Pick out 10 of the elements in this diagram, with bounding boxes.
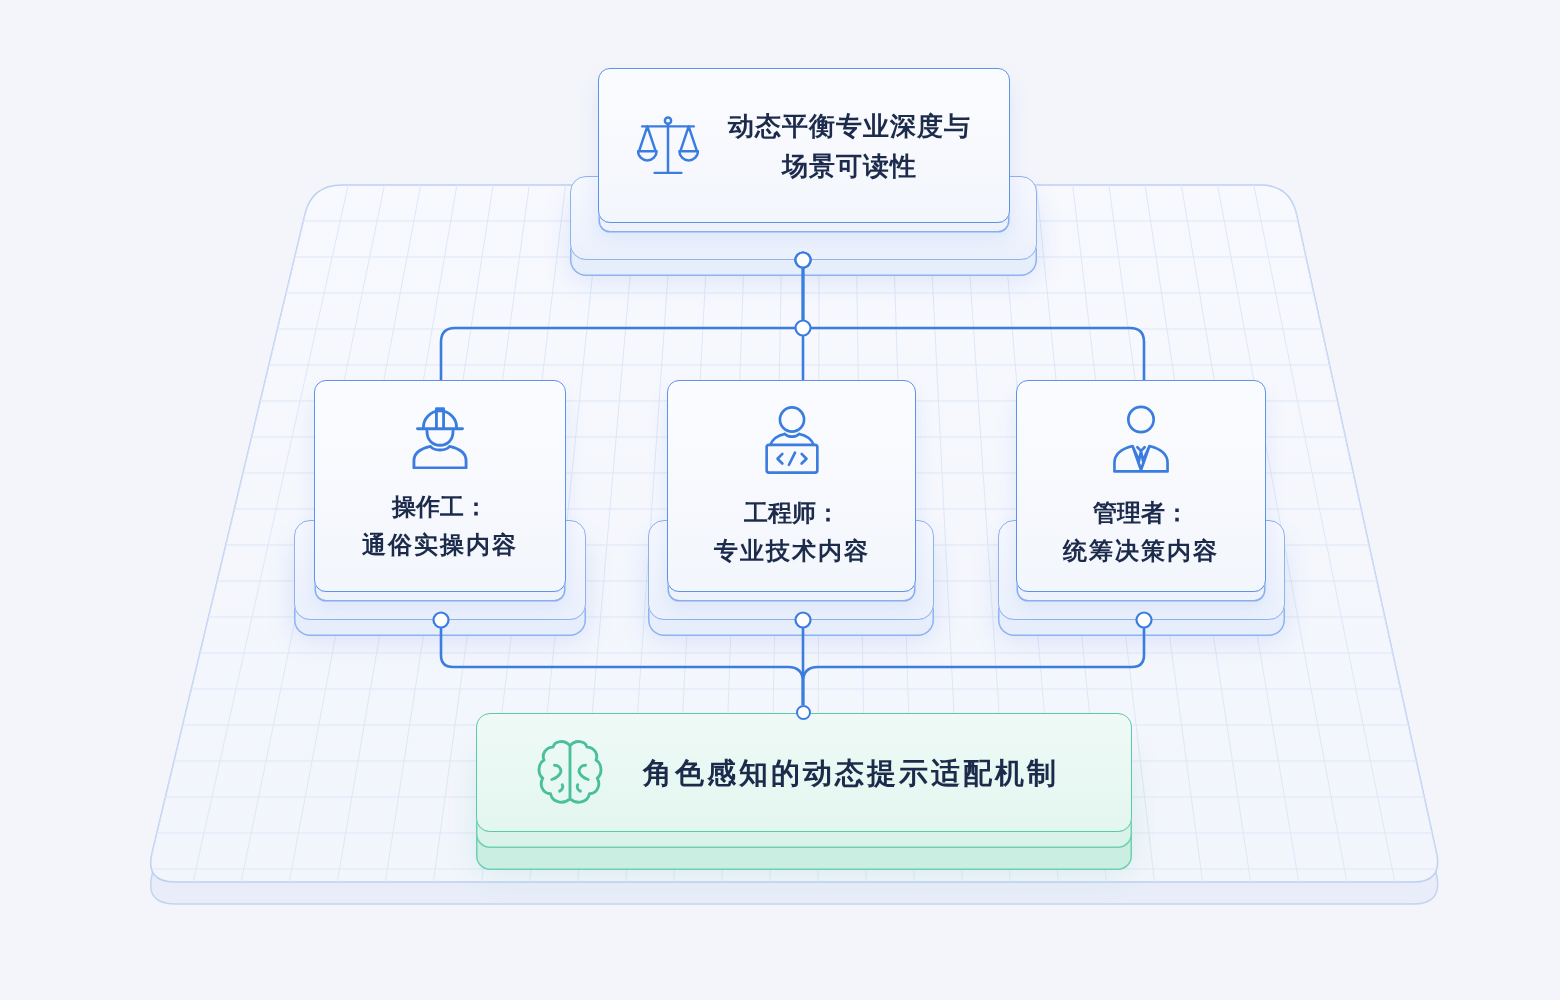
role-title: 管理者：: [1093, 498, 1189, 529]
mechanism-title: 角色感知的动态提示适配机制: [643, 754, 1059, 792]
role-description: 专业技术内容: [713, 536, 870, 567]
role-description: 统筹决策内容: [1063, 536, 1219, 567]
role-description: 通俗实操内容: [362, 530, 518, 561]
role-title: 操作工：: [392, 492, 488, 523]
role-title: 工程师：: [743, 498, 840, 529]
card-title: 动态平衡专业深度与场景可读性: [726, 109, 972, 183]
connector-line: [801, 611, 1153, 705]
connector-line: [794, 251, 1146, 380]
